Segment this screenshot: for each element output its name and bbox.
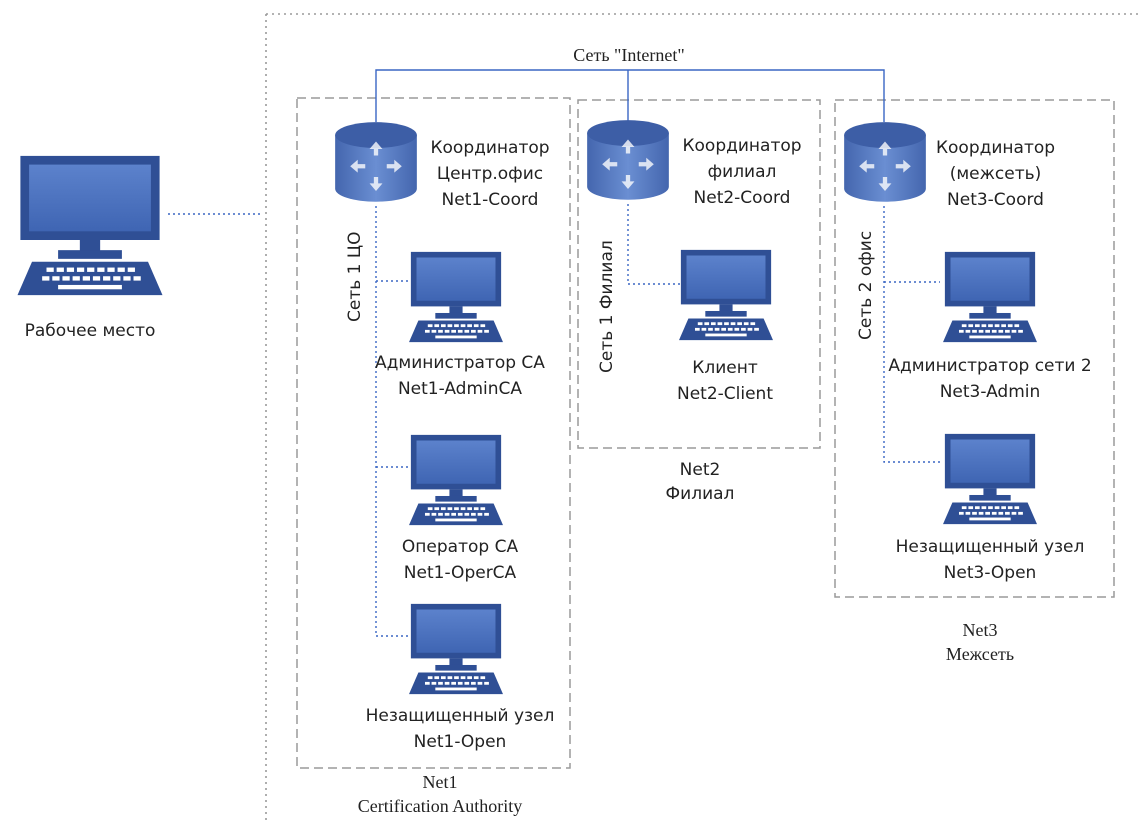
net2-client-computer-icon	[679, 249, 773, 341]
net1-caption: Net1 Certification Authority	[330, 770, 550, 818]
net1-node-admin-ca: Администратор CA Net1-AdminCA	[360, 350, 560, 402]
net3-node-admin: Администратор сети 2 Net3-Admin	[870, 353, 1110, 405]
net1-node-oper-ca: Оператор CA Net1-OperCA	[360, 534, 560, 586]
net1-coordinator-line1: Координатор	[430, 138, 550, 158]
net2-node-client: Клиент Net2-Client	[640, 355, 810, 407]
net1-admin-ca-computer-icon	[409, 251, 503, 343]
node-role: Незащищенный узел	[365, 706, 555, 726]
net1-subnet-label: Сеть 1 ЦО	[345, 231, 365, 322]
node-role: Незащищенный узел	[895, 537, 1085, 557]
net3-caption: Net3 Межсеть	[920, 618, 1040, 666]
net1-oper-ca-computer-icon	[409, 434, 503, 526]
net2-subnet-label: Сеть 1 Филиал	[597, 240, 617, 373]
net3-caption-name: Net3	[962, 620, 998, 640]
net1-caption-desc: Certification Authority	[357, 796, 523, 816]
net2-caption: Net2 Филиал	[640, 458, 760, 506]
net1-open-computer-icon	[409, 603, 503, 695]
net2-coordinator-line2: филиал	[707, 162, 777, 182]
node-name: Net1-Open	[413, 732, 507, 752]
node-name: Net1-AdminCA	[397, 379, 523, 399]
net3-box	[834, 99, 1115, 598]
net2-coordinator-line1: Координатор	[682, 136, 802, 156]
node-role: Администратор сети 2	[888, 356, 1092, 376]
net3-coordinator-line1: Координатор	[935, 138, 1056, 158]
node-role: Клиент	[692, 358, 758, 378]
net2-coordinator-line3: Net2-Coord	[693, 188, 791, 208]
net2-coordinator-label: Координатор филиал Net2-Coord	[667, 133, 817, 211]
net3-coordinator-line3: Net3-Coord	[947, 190, 1044, 210]
net1-node-open: Незащищенный узел Net1-Open	[340, 703, 580, 755]
net3-subnet-label: Сеть 2 офис	[856, 230, 876, 340]
workstation-label: Рабочее место	[24, 321, 156, 341]
net1-box	[296, 97, 571, 769]
net3-node-open: Незащищенный узел Net3-Open	[870, 534, 1110, 586]
net1-coordinator-router-icon	[335, 122, 417, 202]
net3-admin-computer-icon	[943, 251, 1037, 343]
net2-box	[577, 99, 821, 449]
net3-open-computer-icon	[943, 433, 1037, 525]
node-name: Net1-OperCA	[403, 563, 517, 583]
net3-coordinator-label: Координатор (межсеть) Net3-Coord	[923, 135, 1068, 213]
net3-coordinator-line2: (межсеть)	[949, 164, 1042, 184]
node-role: Оператор CA	[401, 537, 519, 557]
workstation-computer-icon	[17, 155, 163, 296]
node-role: Администратор CA	[375, 353, 545, 373]
net1-coordinator-line3: Net1-Coord	[441, 190, 539, 210]
internet-label: Сеть "Internet"	[573, 45, 685, 65]
node-name: Net3-Admin	[939, 382, 1041, 402]
net1-links	[375, 206, 408, 637]
net2-coordinator-router-icon	[587, 120, 669, 200]
net1-coordinator-label: Координатор Центр.офис Net1-Coord	[420, 135, 560, 213]
node-name: Net2-Client	[676, 384, 773, 404]
net1-coordinator-line2: Центр.офис	[436, 164, 544, 184]
net2-caption-desc: Филиал	[665, 484, 735, 504]
net3-links	[883, 206, 940, 463]
net1-caption-name: Net1	[422, 772, 458, 792]
internet-links	[375, 69, 885, 124]
node-name: Net3-Open	[943, 563, 1037, 583]
net2-caption-name: Net2	[679, 460, 721, 480]
net2-links	[627, 204, 680, 285]
net3-caption-desc: Межсеть	[945, 644, 1015, 664]
net3-coordinator-router-icon	[844, 122, 926, 202]
